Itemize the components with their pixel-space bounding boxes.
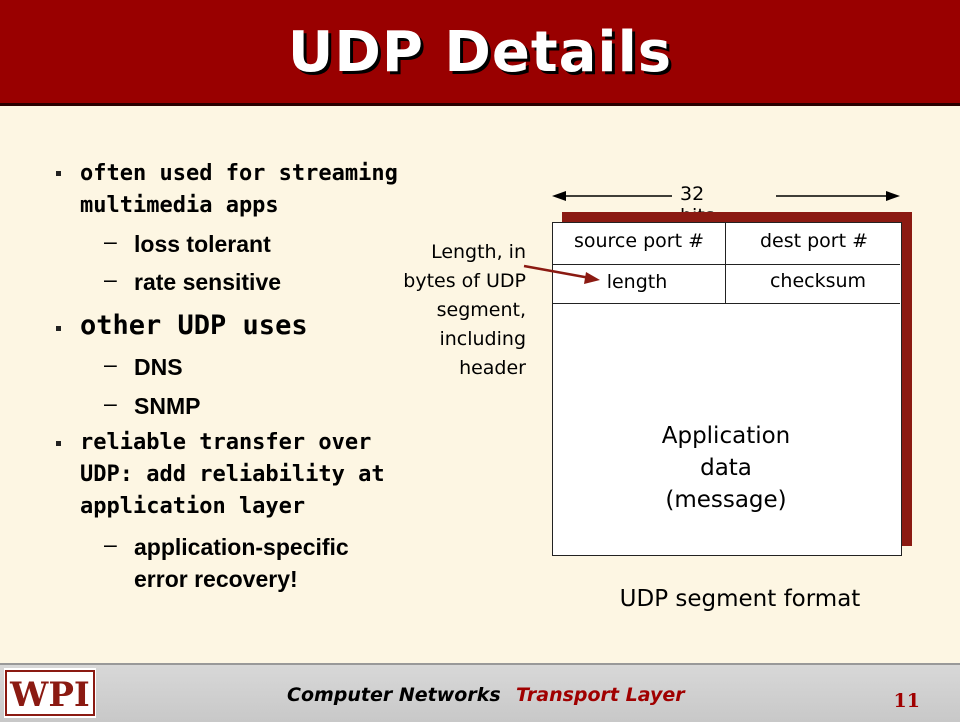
segment-box xyxy=(552,222,902,556)
width-arrowhead-right xyxy=(886,191,900,201)
field-checksum: checksum xyxy=(769,270,867,292)
sub-bullet-error-recovery: error recovery! xyxy=(134,566,298,592)
bullet-marker-icon xyxy=(56,326,61,331)
length-annotation: Length, in bytes of UDP segment, includi… xyxy=(360,238,526,383)
bullet-2-line-1: other UDP uses xyxy=(80,310,308,341)
length-pointer-line xyxy=(523,264,591,280)
bullet-3-line-1: reliable transfer over xyxy=(80,430,372,455)
bullet-marker-icon xyxy=(56,171,61,176)
footer-course: Computer Networks xyxy=(287,684,501,706)
payload-line-3: (message) xyxy=(665,487,787,513)
footer-topic: Transport Layer xyxy=(516,684,685,706)
sub-bullet-dash: – xyxy=(104,228,117,254)
sub-bullet-dash: – xyxy=(104,390,117,416)
slide-title: UDP Details xyxy=(287,20,673,85)
length-annotation-line-2: bytes of UDP xyxy=(403,270,526,292)
header-column-divider xyxy=(725,222,726,304)
payload-line-2: data xyxy=(700,455,752,481)
sub-bullet-dash: – xyxy=(104,531,117,557)
sub-bullet-rate-sensitive: rate sensitive xyxy=(134,269,282,295)
header-row-divider xyxy=(552,264,900,265)
sub-bullet-dash: – xyxy=(104,351,117,377)
sub-bullet-loss-tolerant: loss tolerant xyxy=(134,231,271,257)
wpi-logo-text: WPI xyxy=(9,675,90,715)
header-bottom-divider xyxy=(552,303,900,304)
length-pointer-arrowhead xyxy=(584,272,600,284)
sub-bullet-dns: DNS xyxy=(134,354,183,380)
bullet-1-line-1: often used for streaming xyxy=(80,161,398,186)
payload-line-1: Application xyxy=(661,423,791,449)
wpi-logo-icon: WPI xyxy=(4,668,96,718)
bullet-3-line-2: UDP: add reliability at xyxy=(80,462,385,487)
footer-bar xyxy=(0,663,960,722)
bullet-3-line-3: application layer xyxy=(80,494,306,519)
field-length: length xyxy=(606,271,668,293)
bullet-1-line-2: multimedia apps xyxy=(80,193,279,218)
sub-bullet-dash: – xyxy=(104,266,117,292)
title-bar xyxy=(0,0,960,106)
width-arrowhead-left xyxy=(552,191,566,201)
length-annotation-line-3: segment, xyxy=(436,299,526,321)
sub-bullet-app-specific: application-specific xyxy=(134,534,349,560)
diagram-caption: UDP segment format xyxy=(619,586,861,612)
field-dest-port: dest port # xyxy=(759,230,869,252)
payload-label: Application data (message) xyxy=(552,420,900,516)
length-annotation-line-4: including xyxy=(439,328,526,350)
field-source-port: source port # xyxy=(573,230,705,252)
page-number: 11 xyxy=(893,690,920,712)
sub-bullet-snmp: SNMP xyxy=(134,393,201,419)
bullet-marker-icon xyxy=(56,441,61,446)
length-annotation-line-1: Length, in xyxy=(431,241,526,263)
length-annotation-line-5: header xyxy=(459,357,526,379)
